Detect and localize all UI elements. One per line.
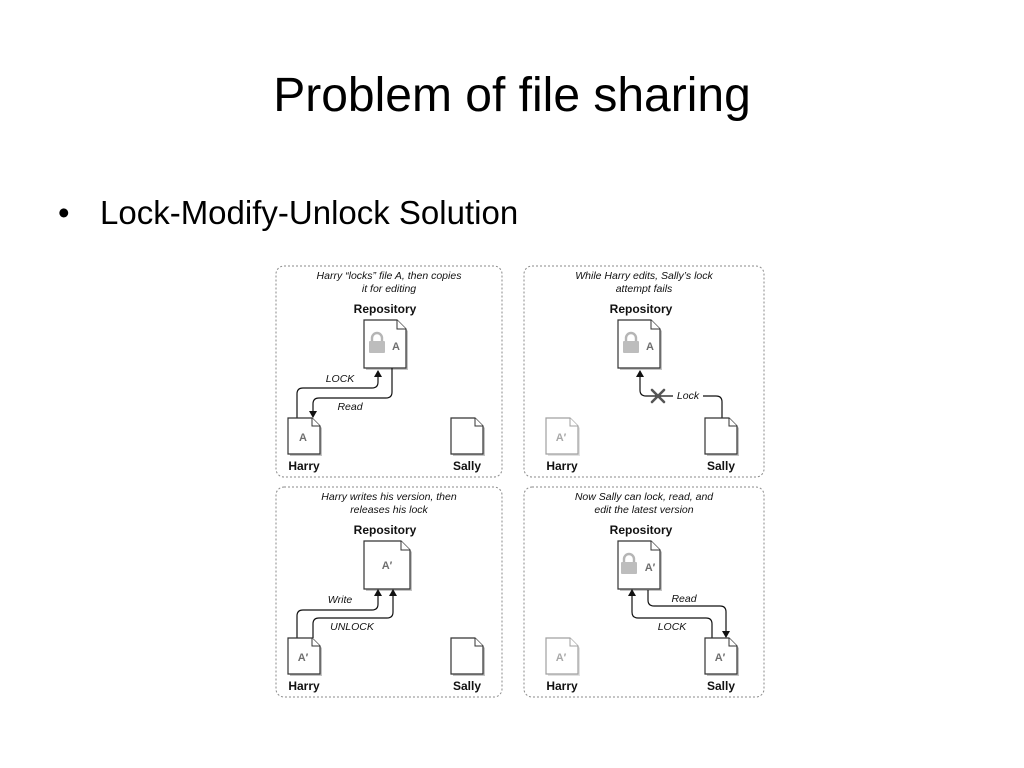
harry-file-document-icon: A′ <box>545 637 580 676</box>
panel-caption-line: attempt fails <box>616 283 673 295</box>
panel-caption-line: releases his lock <box>350 504 428 516</box>
panel-2: While Harry edits, Sally’s lock attempt … <box>523 265 765 478</box>
panel-4: Now Sally can lock, read, and edit the l… <box>523 486 765 698</box>
sally-file-document-icon <box>450 417 485 456</box>
bullet-item: • Lock-Modify-Unlock Solution <box>58 192 518 234</box>
repository-label: Repository <box>354 302 417 316</box>
repository-file-document-icon: A′ <box>363 540 412 591</box>
arrow-label: Read <box>337 401 363 413</box>
arrow-label: Read <box>671 593 697 605</box>
lock-arrow <box>628 589 713 638</box>
harry-file-document-icon: A′ <box>287 637 322 676</box>
panel-border <box>275 486 503 698</box>
repository-label: Repository <box>610 523 673 537</box>
panel-caption-line: it for editing <box>362 283 416 295</box>
lock-icon <box>623 331 639 353</box>
arrow-label: LOCK <box>658 621 688 633</box>
repository-file-name: A′ <box>645 562 656 574</box>
read-arrow <box>647 590 730 638</box>
arrow-label: Write <box>328 594 353 606</box>
panel-caption-line: Now Sally can lock, read, and <box>575 491 714 503</box>
sally-label: Sally <box>453 459 481 473</box>
panel-caption-line: edit the latest version <box>594 504 693 516</box>
lock-arrow <box>296 370 382 418</box>
lock-icon <box>621 552 637 574</box>
panel-border <box>523 486 765 698</box>
repository-file-name: A <box>646 341 654 353</box>
panel-caption-line: Harry “locks” file A, then copies <box>317 270 463 282</box>
sally-file-document-icon: A′ <box>704 637 739 676</box>
lock-icon <box>369 331 385 353</box>
sally-label: Sally <box>707 679 735 693</box>
harry-file-name: A′ <box>298 652 309 664</box>
harry-label: Harry <box>546 459 578 473</box>
bullet-text: Lock-Modify-Unlock Solution <box>100 194 519 231</box>
harry-file-name: A <box>299 432 307 444</box>
slide-title: Problem of file sharing <box>273 69 751 122</box>
sally-file-document-icon <box>450 637 485 676</box>
read-arrow <box>309 368 393 418</box>
harry-file-document-icon: A <box>287 417 322 456</box>
sally-file-name: A′ <box>715 652 726 664</box>
repository-file-document-icon: A <box>363 319 408 370</box>
arrow-label: Lock <box>677 390 700 402</box>
repository-label: Repository <box>610 302 673 316</box>
repository-file-name: A <box>392 341 400 353</box>
panel-3: Harry writes his version, then releases … <box>275 486 503 698</box>
panel-border <box>523 265 765 478</box>
lock-modify-unlock-diagram: Harry “locks” file A, then copies it for… <box>275 265 765 698</box>
sally-label: Sally <box>707 459 735 473</box>
harry-file-name: A′ <box>556 652 567 664</box>
harry-label: Harry <box>288 679 320 693</box>
harry-file-document-icon: A′ <box>545 417 580 456</box>
panel-1: Harry “locks” file A, then copies it for… <box>275 265 503 478</box>
harry-label: Harry <box>288 459 320 473</box>
cross-icon <box>650 388 666 404</box>
repository-file-document-icon: A <box>617 319 662 370</box>
arrow-label: LOCK <box>326 373 356 385</box>
sally-label: Sally <box>453 679 481 693</box>
harry-label: Harry <box>546 679 578 693</box>
panel-border <box>275 265 503 478</box>
unlock-arrow <box>312 589 397 638</box>
panel-caption-line: While Harry edits, Sally’s lock <box>575 270 713 282</box>
harry-file-name: A′ <box>556 432 567 444</box>
repository-label: Repository <box>354 523 417 537</box>
panel-caption-line: Harry writes his version, then <box>321 491 457 503</box>
bullet-marker: • <box>58 194 70 231</box>
write-arrow <box>296 589 382 638</box>
repository-file-document-icon: A′ <box>617 540 662 591</box>
repository-file-name: A′ <box>382 560 393 572</box>
sally-file-document-icon <box>704 417 739 456</box>
arrow-label: UNLOCK <box>330 621 375 633</box>
arrow-label-background <box>673 389 703 402</box>
